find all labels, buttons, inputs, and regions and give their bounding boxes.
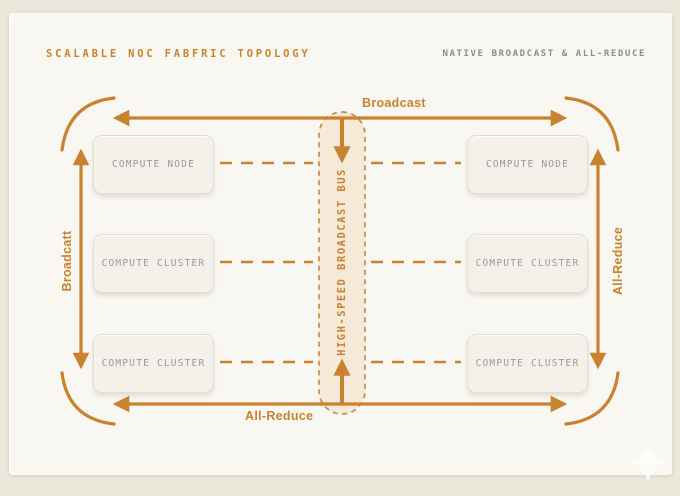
node-left-3[interactable]: COMPUTE CLUSTER <box>93 334 214 393</box>
node-right-2[interactable]: COMPUTE CLUSTER <box>467 234 588 293</box>
page-subtitle: NATIVE BROADCAST & ALL-REDUCE <box>442 49 646 59</box>
node-right-1[interactable]: COMPUTE NODE <box>467 135 588 194</box>
page-title: SCALABLE NOC FABFRIC TOPOLOGY <box>46 48 311 60</box>
allreduce-right-label: All-Reduce <box>611 226 625 296</box>
node-left-2[interactable]: COMPUTE CLUSTER <box>93 234 214 293</box>
node-left-1[interactable]: COMPUTE NODE <box>93 135 214 194</box>
broadcast-top-label: Broadcast <box>362 96 426 110</box>
bus-label: HIGH-SPEED BROADCAST BUS <box>336 168 348 356</box>
node-right-3[interactable]: COMPUTE CLUSTER <box>467 334 588 393</box>
broadcast-left-label: Broadcatt <box>60 230 74 292</box>
allreduce-bottom-label: All-Reduce <box>245 409 314 423</box>
